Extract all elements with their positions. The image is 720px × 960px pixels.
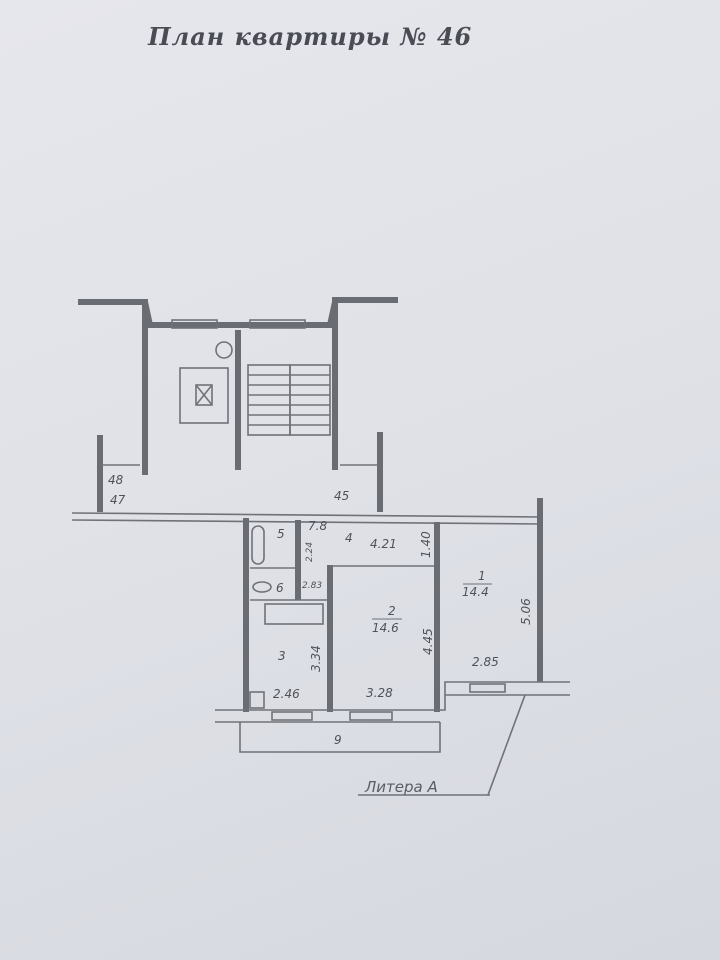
room-4-length: 4.21 <box>370 537 397 551</box>
room-4-width: 1.40 <box>419 531 433 558</box>
room-1-area: 14.4 <box>462 585 489 599</box>
room-4-number: 4 <box>345 531 353 545</box>
room-2-number: 2 <box>388 604 396 618</box>
room-9-number: 9 <box>334 733 342 747</box>
neighbor-47: 47 <box>110 493 126 507</box>
neighbor-45: 45 <box>334 489 349 503</box>
room-3-number: 3 <box>278 649 286 663</box>
room-3-length: 3.34 <box>309 645 323 672</box>
room-5-number: 5 <box>277 527 285 541</box>
room-2-area: 14.6 <box>372 621 399 635</box>
neighbor-48: 48 <box>108 473 124 487</box>
stairwell <box>78 297 398 512</box>
room-1-number: 1 <box>478 569 486 583</box>
room-6-number: 6 <box>276 581 284 595</box>
plan-title: План квартиры № 46 <box>148 22 473 51</box>
room-6-dim: 2.83 <box>302 581 322 591</box>
room-2-length: 4.45 <box>421 628 435 655</box>
room-5-dim: 2.24 <box>305 542 315 562</box>
litera-label: Литера А <box>364 778 438 796</box>
room-2-width: 3.28 <box>366 686 393 700</box>
closet-dim: 7.8 <box>308 519 327 533</box>
room-1-length: 5.06 <box>519 598 533 625</box>
apartment-46 <box>215 498 570 796</box>
room-1-width: 2.85 <box>472 655 499 669</box>
room-3-width: 2.46 <box>273 687 300 701</box>
